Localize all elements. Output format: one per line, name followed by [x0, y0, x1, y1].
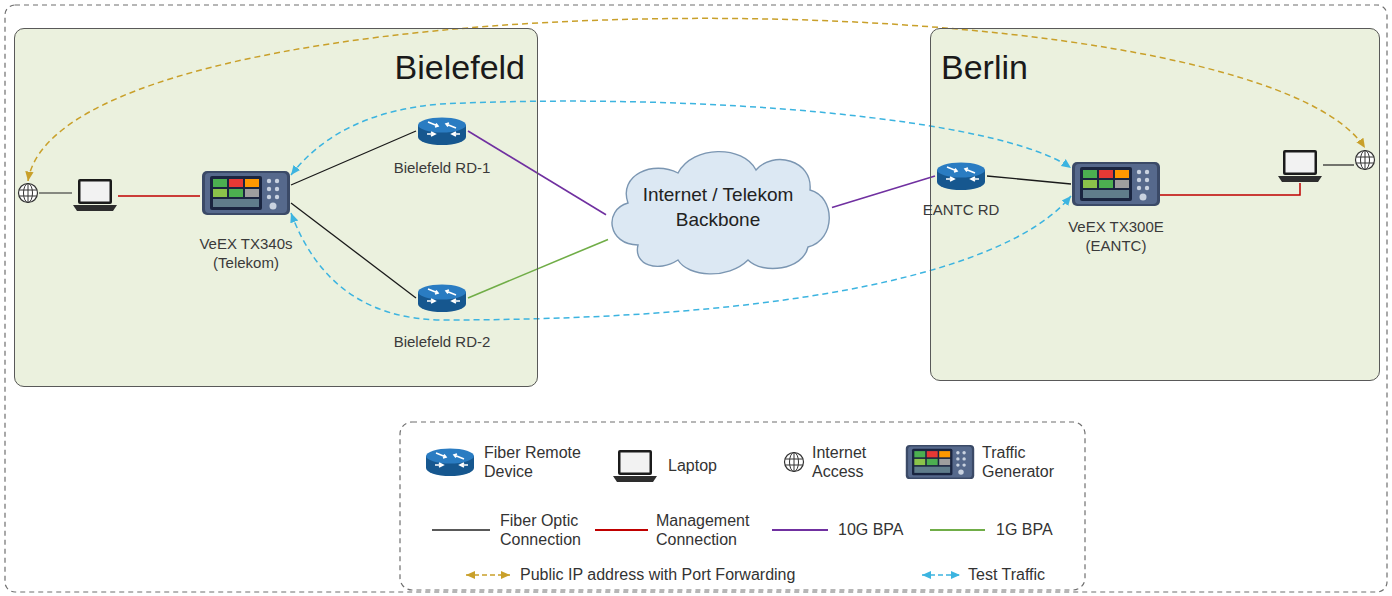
icon-use	[937, 163, 985, 191]
traffic-generator: VeEX TX340s (Telekom)	[194, 169, 298, 273]
region-panel: BielefeldVeEX TX340s (Telekom) Bielefeld …	[14, 28, 538, 387]
cloud-node: Internet / Telekom Backbone	[598, 135, 838, 280]
legend-label: Fiber Remote Device	[484, 443, 584, 481]
cloud-label: Internet / Telekom Backbone	[633, 183, 803, 232]
region-title: Berlin	[941, 49, 1028, 86]
legend-label: Laptop	[668, 456, 717, 475]
cloud-outline	[598, 135, 838, 280]
traffic-generator-icon	[1071, 160, 1161, 208]
device-label: Bielefeld RD-2	[394, 333, 491, 352]
icon-use	[1072, 162, 1160, 206]
device-label: Bielefeld RD-1	[394, 159, 491, 178]
router-icon	[416, 116, 468, 146]
icon-use	[418, 118, 466, 146]
cloud-shape	[612, 152, 829, 274]
legend-label: 10G BPA	[838, 520, 904, 539]
device-label: VeEX TX340s (Telekom)	[194, 235, 298, 273]
connector	[291, 131, 416, 185]
router-icon	[416, 283, 468, 313]
legend-label: Traffic Generator	[982, 443, 1067, 481]
legend-label: Internet Access	[812, 443, 882, 481]
fiber-remote-device: Bielefeld RD-1	[394, 116, 491, 178]
traffic-generator: VeEX TX300E (EANTC)	[1064, 160, 1168, 256]
legend-label: Test Traffic	[968, 565, 1045, 584]
cloud-text-box: Internet / Telekom Backbone	[633, 183, 803, 232]
legend-label: Public IP address with Port Forwarding	[520, 565, 795, 584]
connector	[987, 176, 1071, 184]
icon-use	[418, 285, 466, 313]
legend-label: Management Connection	[656, 511, 758, 549]
fiber-remote-device: Bielefeld RD-2	[394, 283, 491, 352]
icon-use	[202, 171, 290, 215]
traffic-generator-icon	[201, 169, 291, 217]
region-title: Bielefeld	[395, 49, 525, 86]
fiber-remote-device: EANTC RD	[923, 161, 1000, 220]
device-label: VeEX TX300E (EANTC)	[1064, 218, 1168, 256]
legend-label: Fiber Optic Connection	[500, 511, 590, 549]
connector	[832, 176, 935, 208]
legend-label: 1G BPA	[996, 520, 1053, 539]
router-icon	[935, 161, 987, 191]
device-label: EANTC RD	[923, 201, 1000, 220]
region-panel: BerlinEANTC RDVeEX TX300E (EANTC)	[930, 28, 1380, 381]
connector	[468, 239, 608, 298]
